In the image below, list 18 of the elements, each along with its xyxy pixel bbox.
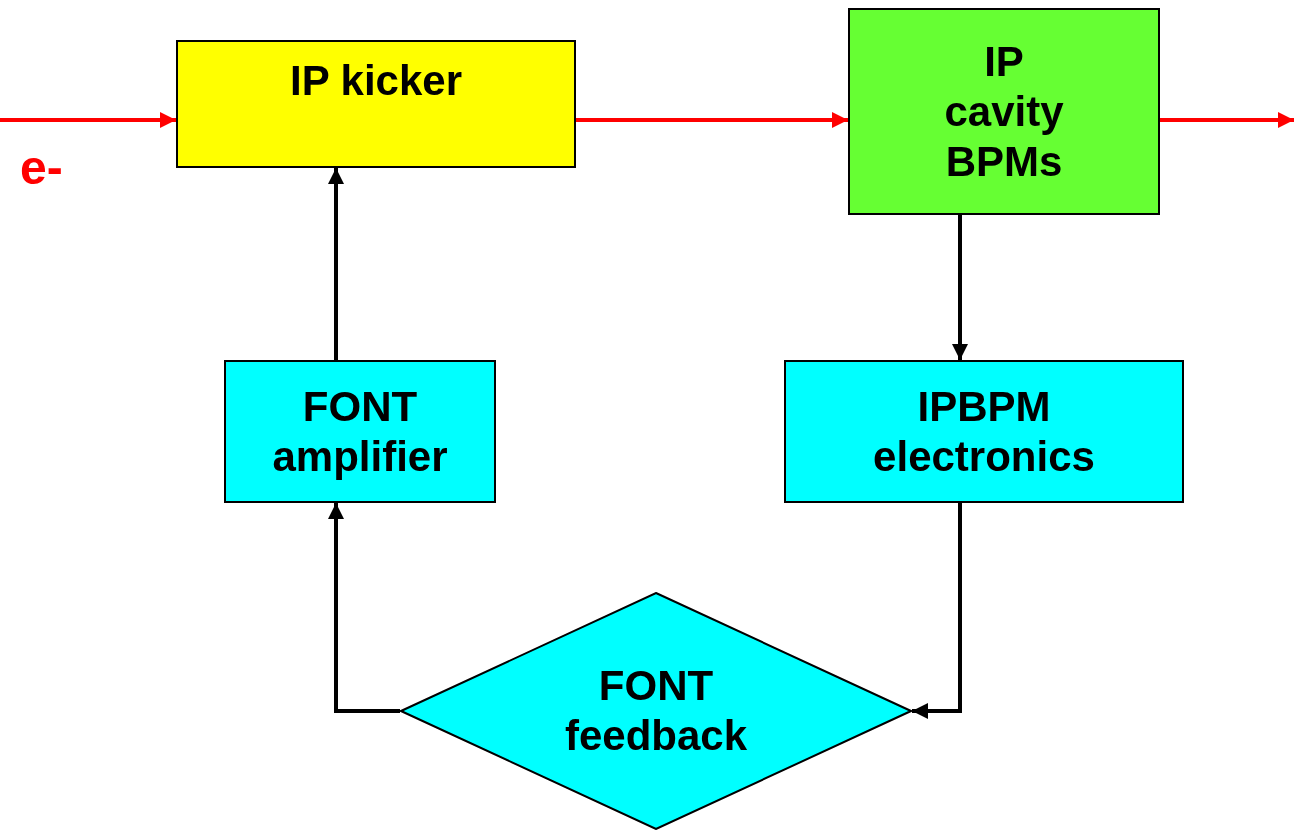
arrow bbox=[0, 112, 176, 128]
box-label: IP kicker bbox=[289, 56, 462, 106]
arrow bbox=[952, 215, 968, 360]
process-box bbox=[224, 360, 496, 503]
process-box bbox=[176, 40, 576, 168]
process-box bbox=[784, 360, 1184, 503]
arrow bbox=[328, 503, 400, 713]
arrow bbox=[912, 503, 962, 719]
decision-diamond bbox=[400, 592, 912, 830]
box-label: FONT amplifier bbox=[271, 381, 449, 482]
box-label: IP cavity BPMs bbox=[943, 36, 1065, 187]
arrow bbox=[576, 112, 848, 128]
arrow bbox=[1160, 112, 1294, 128]
beam-label: e- bbox=[20, 140, 63, 195]
box-label: IPBPM electronics bbox=[872, 381, 1096, 482]
process-box bbox=[848, 8, 1160, 215]
box-label: FONT feedback bbox=[563, 661, 749, 761]
arrow bbox=[328, 168, 344, 360]
